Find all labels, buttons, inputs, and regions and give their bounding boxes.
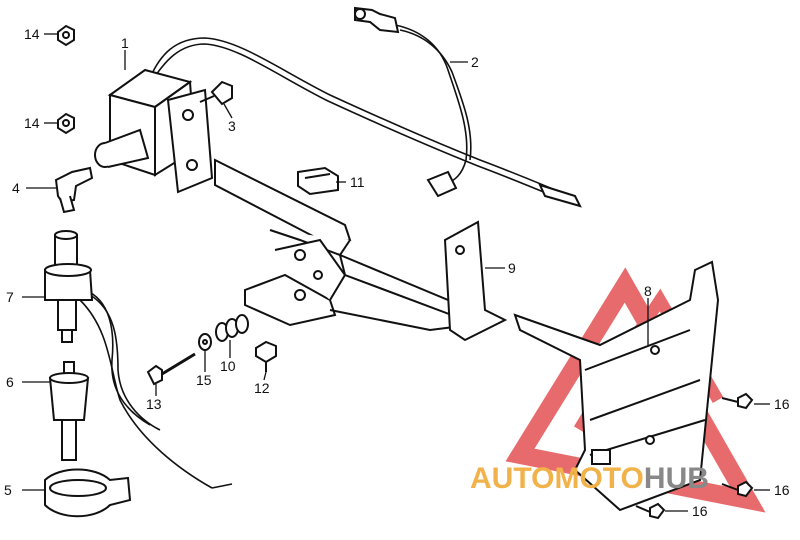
- mounting-bracket: [214, 158, 471, 332]
- callout-2: 2: [471, 54, 479, 70]
- callout-14-middle: 14: [24, 115, 40, 131]
- callout-7: 7: [6, 289, 14, 305]
- switch-7: [44, 230, 94, 343]
- callout-10: 10: [220, 358, 236, 374]
- svg-text:AUTOMOTOHUB: AUTOMOTOHUB: [470, 462, 709, 495]
- bolt-3: [199, 80, 233, 106]
- plunger-6: [48, 361, 90, 461]
- bolt-16-bottom: [635, 502, 666, 520]
- leader-lines: [22, 33, 770, 512]
- bolt-13: [146, 352, 196, 386]
- plate-9: [443, 220, 508, 342]
- callout-5: 5: [4, 482, 12, 498]
- nut-14-middle: [57, 112, 75, 135]
- clamp-5: [44, 468, 132, 518]
- cover-8: [513, 260, 720, 512]
- callout-16-bottom: 16: [692, 503, 708, 519]
- callout-4: 4: [12, 180, 20, 196]
- wiring: [79, 24, 576, 489]
- callout-14-top: 14: [24, 26, 40, 42]
- wire-connector-top: [354, 6, 582, 208]
- nut-14-top: [57, 24, 75, 47]
- callout-9: 9: [508, 260, 516, 276]
- callout-16-upper: 16: [774, 396, 790, 412]
- callout-15: 15: [196, 372, 212, 388]
- callout-3: 3: [228, 118, 236, 134]
- watermark-part2: MOTO: [554, 462, 643, 495]
- elbow-fitting-4: [54, 166, 94, 214]
- watermark-part1: AUTO: [470, 462, 554, 495]
- callout-11: 11: [350, 174, 365, 190]
- callout-13: 13: [146, 396, 162, 412]
- watermark-part3: HUB: [644, 462, 709, 495]
- callout-labels: 14 14 1 2 3 4 7 6 5 8 9 10 11 12 13 15 1…: [4, 26, 790, 519]
- ignition-coil: [94, 68, 214, 194]
- bolt-16-lower: [721, 480, 754, 498]
- washer-15: [198, 333, 212, 351]
- callout-16-lower: 16: [774, 482, 790, 498]
- grommet-11: [297, 166, 339, 196]
- spring-10: [215, 314, 249, 342]
- callout-12: 12: [254, 380, 270, 396]
- bolt-12: [255, 340, 277, 372]
- callout-8: 8: [644, 283, 652, 299]
- watermark-wordmark: AUTOMOTOHUB: [470, 462, 709, 495]
- callout-1: 1: [121, 35, 129, 51]
- bolt-16-upper: [721, 392, 754, 410]
- callout-6: 6: [6, 374, 14, 390]
